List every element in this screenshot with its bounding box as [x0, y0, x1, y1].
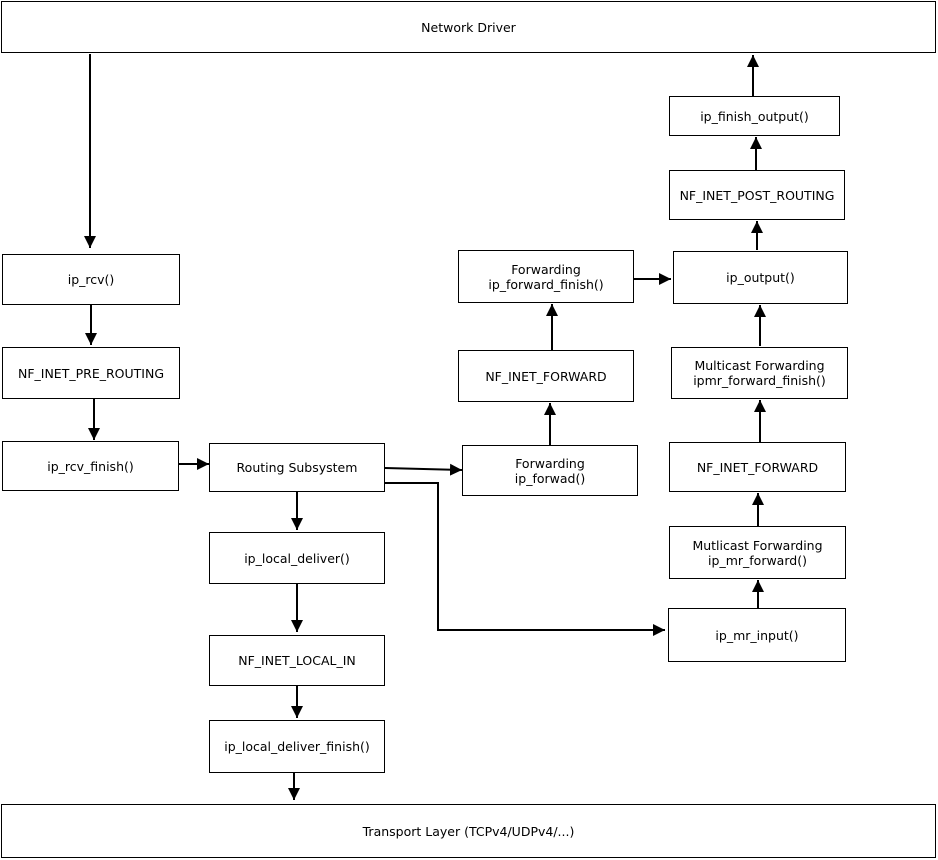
ip-output-label: ip_output()	[726, 270, 795, 285]
nf-inet-forward-box: NF_INET_FORWARD	[458, 350, 634, 402]
ip-local-deliver-finish-box: ip_local_deliver_finish()	[209, 720, 385, 773]
nf-inet-post-routing-box: NF_INET_POST_ROUTING	[669, 170, 845, 220]
ip-mr-forward-box: Mutlicast Forwarding ip_mr_forward()	[669, 526, 846, 579]
nf-inet-forward-label: NF_INET_FORWARD	[485, 368, 607, 384]
arrow-routing-to-mr-input	[385, 482, 665, 636]
ip-finish-output-label: ip_finish_output()	[700, 108, 809, 124]
routing-subsystem-box: Routing Subsystem	[209, 443, 385, 492]
nf-inet-local-in-label: NF_INET_LOCAL_IN	[238, 653, 356, 668]
ip-mr-input-box: ip_mr_input()	[668, 608, 846, 662]
nf-inet-post-routing-label: NF_INET_POST_ROUTING	[679, 187, 835, 203]
ip-output-box: ip_output()	[673, 251, 848, 304]
arrow-routing-to-forwad	[384, 463, 463, 476]
ip-rcv-box: ip_rcv()	[2, 254, 180, 305]
network-driver-box: Network Driver	[1, 1, 936, 53]
ip-local-deliver-box: ip_local_deliver()	[209, 532, 385, 584]
ip-forwad-label: ip_forwad()	[514, 470, 586, 486]
transport-layer-box: Transport Layer (TCPv4/UDPv4/...)	[1, 804, 936, 858]
ip-mr-forward-title: Mutlicast Forwarding	[692, 537, 823, 553]
nf-inet-forward-multicast-label: NF_INET_FORWARD	[696, 459, 819, 475]
ip-local-deliver-finish-label: ip_local_deliver_finish()	[224, 739, 370, 754]
network-driver-label: Network Driver	[421, 19, 516, 35]
ipmr-forward-finish-box: Multicast Forwarding ipmr_forward_finish…	[671, 347, 848, 399]
nf-inet-pre-routing-label: NF_INET_PRE_ROUTING	[17, 365, 164, 381]
ip-forwad-title: Forwarding	[515, 455, 585, 471]
ipmr-forward-finish-label: ipmr_forward_finish()	[693, 373, 826, 388]
nf-inet-forward-multicast-box: NF_INET_FORWARD	[669, 442, 846, 492]
ip-forwad-box: Forwarding ip_forwad()	[462, 445, 638, 496]
transport-layer-label: Transport Layer (TCPv4/UDPv4/...)	[362, 823, 575, 839]
ip-rcv-finish-label: ip_rcv_finish()	[47, 458, 134, 474]
ipmr-forward-finish-title: Multicast Forwarding	[694, 358, 825, 373]
ip-finish-output-box: ip_finish_output()	[669, 96, 840, 136]
ip-local-deliver-label: ip_local_deliver()	[244, 550, 350, 566]
ip-rcv-finish-box: ip_rcv_finish()	[2, 441, 179, 491]
nf-inet-pre-routing-box: NF_INET_PRE_ROUTING	[2, 347, 180, 399]
ip-mr-forward-label: ip_mr_forward()	[708, 552, 807, 568]
ip-forward-finish-box: Forwarding ip_forward_finish()	[458, 250, 634, 303]
ip-forward-finish-label: ip_forward_finish()	[488, 276, 604, 292]
ip-rcv-label: ip_rcv()	[67, 272, 115, 287]
ip-forward-finish-title: Forwarding	[511, 261, 581, 277]
nf-inet-local-in-box: NF_INET_LOCAL_IN	[209, 635, 385, 686]
routing-subsystem-label: Routing Subsystem	[236, 460, 358, 475]
ip-mr-input-label: ip_mr_input()	[715, 627, 799, 643]
